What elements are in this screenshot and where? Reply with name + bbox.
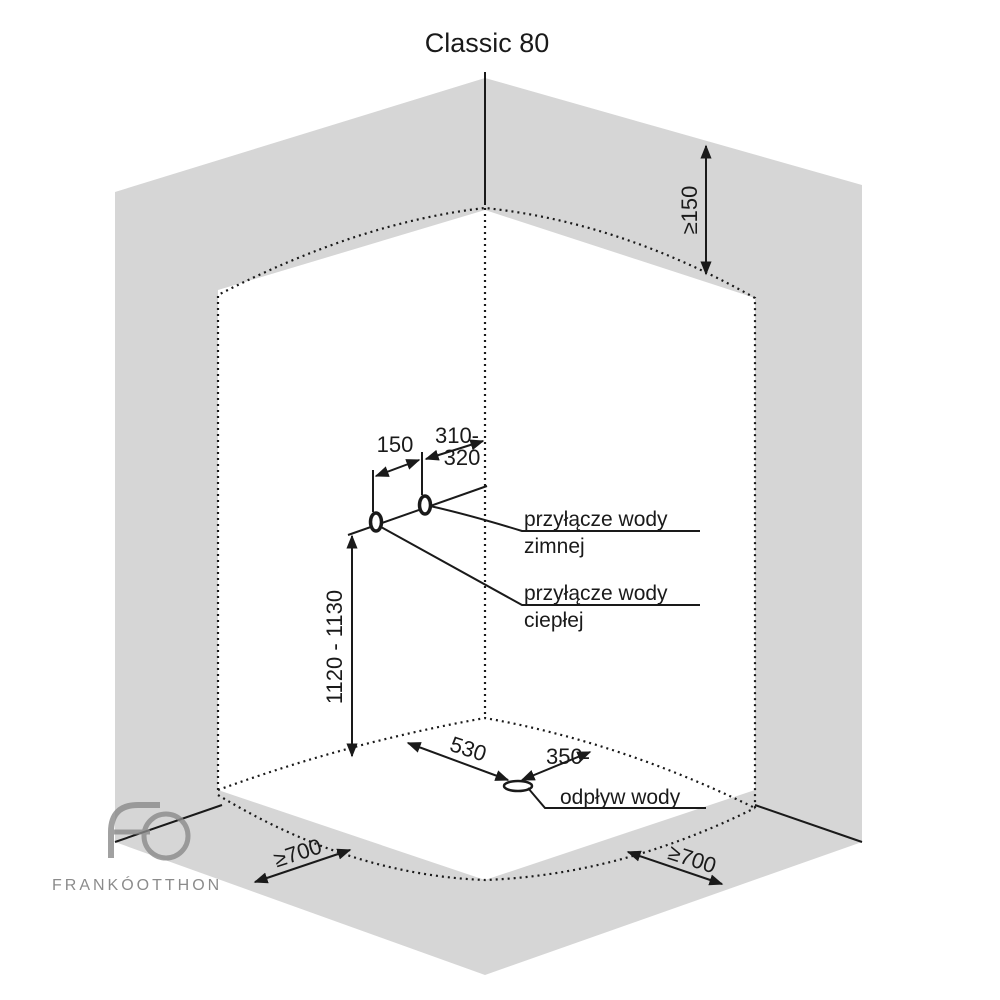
wall-offset-label-line1: 310- [435,423,479,448]
pipe-axis-line [347,485,488,536]
wall-offset-arrow [424,439,485,461]
hot-water-label-line2: ciepłej [524,609,584,632]
pipe-height-label: 1120 - 1130 [322,590,347,704]
cold-water-pipe [368,511,384,533]
hot-water-leader-line [380,526,700,606]
logo-o-mark [141,811,191,861]
floor-edge-right [754,804,863,843]
drain-offset-right-arrow [520,751,592,781]
drain-label: odpływ wody [560,786,681,809]
floor-clearance-left-arrow [253,848,352,884]
pipe-spacing-arrow [374,459,421,477]
hot-water-pipe [417,494,433,516]
drain-offset-left-arrow [406,742,510,781]
franko-otthon-logo: FRANKÓOTTHON [52,802,222,894]
drain-offset-left-label: 530 [447,731,490,766]
cold-water-label-line1: przyłącze wody [524,508,668,531]
top-clearance-label: ≥150 [677,186,702,235]
drain-outlet [502,779,534,793]
floor-clearance-right-arrow [626,850,724,886]
wall-offset-label-line2: 320 [444,445,481,470]
cold-water-leader-line [429,505,700,532]
shower-outline-dotted [216,206,757,882]
drain-offset-right-label: 350- [546,744,590,769]
floor-edge-left [114,804,223,843]
wall-and-floor-background [115,78,862,975]
hot-water-label-line1: przyłącze wody [524,582,668,605]
drain-leader-line [527,787,706,809]
logo-text: FRANKÓOTTHON [52,875,222,894]
cold-water-label-line2: zimnej [524,535,585,558]
diagram-title: Classic 80 [425,28,550,58]
pipe-spacing-label: 150 [377,432,414,457]
